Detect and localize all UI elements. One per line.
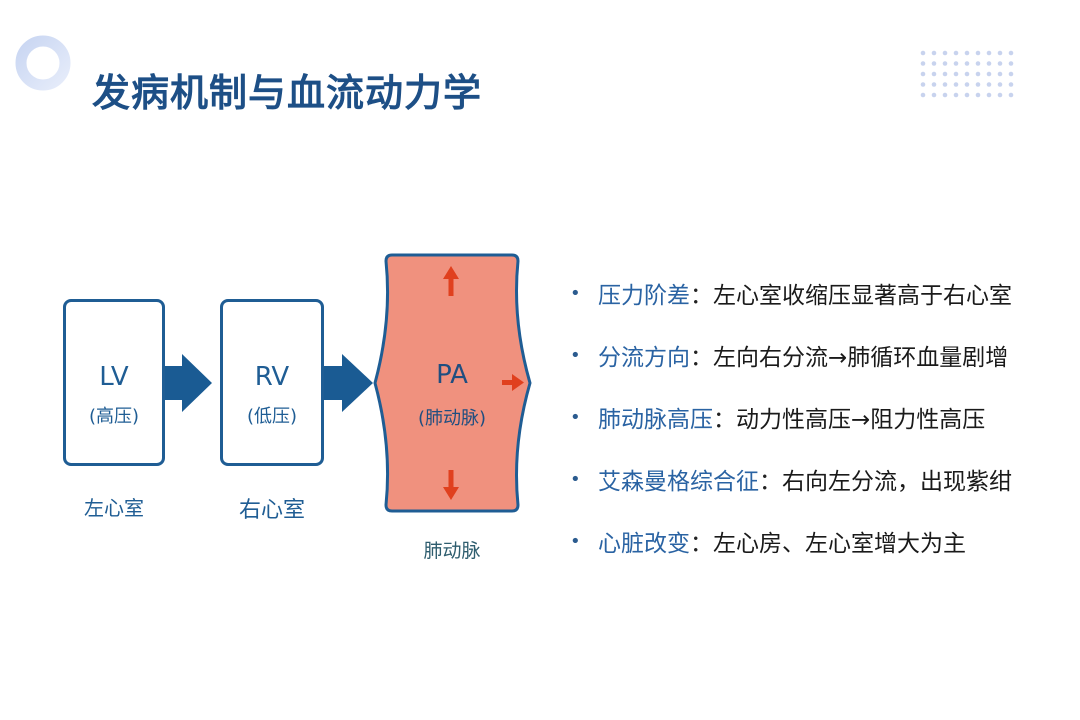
list-item: • 肺动脉高压：动力性高压→阻力性高压 bbox=[570, 386, 1070, 448]
decor-dot bbox=[975, 82, 981, 87]
decor-dot bbox=[975, 61, 981, 66]
lv-caption: 左心室 bbox=[84, 496, 144, 520]
decor-dot bbox=[997, 50, 1003, 56]
decor-dot bbox=[920, 92, 926, 98]
dot-grid-decoration bbox=[920, 50, 1014, 98]
arrow-lv-to-rv bbox=[153, 354, 212, 412]
decor-dot bbox=[986, 92, 992, 98]
bullet-label: 肺动脉高压 bbox=[598, 407, 713, 433]
bullet-separator: ： bbox=[759, 469, 782, 495]
decor-dot bbox=[986, 61, 992, 66]
decor-dot bbox=[953, 82, 959, 87]
bullet-separator: ： bbox=[690, 531, 713, 557]
decor-dot bbox=[986, 82, 992, 87]
key-points-list: • 压力阶差：左心室收缩压显著高于右心室 • 分流方向：左向右分流→肺循环血量剧… bbox=[570, 262, 1070, 572]
rv-box: RV (低压) bbox=[220, 299, 324, 466]
decor-dot bbox=[931, 92, 937, 98]
decor-dot bbox=[931, 82, 937, 87]
decor-dot bbox=[931, 71, 937, 77]
bullet-dot-icon: • bbox=[570, 406, 581, 428]
bullet-dot-icon: • bbox=[570, 530, 581, 552]
bullet-separator: ： bbox=[690, 345, 713, 371]
bullet-label: 分流方向 bbox=[598, 345, 690, 371]
bullet-dot-icon: • bbox=[570, 344, 581, 366]
list-item: • 艾森曼格综合征：右向左分流，出现紫绀 bbox=[570, 448, 1070, 510]
decor-dot bbox=[942, 92, 948, 98]
decor-dot bbox=[1008, 71, 1014, 77]
decor-dot bbox=[964, 71, 970, 77]
decor-dot bbox=[986, 50, 992, 56]
decor-dot bbox=[1008, 61, 1014, 66]
hemodynamics-diagram: LV (高压) 左心室 RV (低压) 右心室 PA (肺动脉) 肺动脉 bbox=[63, 253, 532, 562]
decor-dot bbox=[975, 50, 981, 56]
bullet-dot-icon: • bbox=[570, 282, 581, 304]
decor-dot bbox=[1008, 50, 1014, 56]
arrow-rv-to-pa bbox=[310, 354, 373, 412]
decor-dot bbox=[942, 71, 948, 77]
bullet-text: 左心室收缩压显著高于右心室 bbox=[713, 283, 1012, 309]
page-title: 发病机制与血流动力学 bbox=[92, 71, 483, 115]
decor-dot bbox=[953, 61, 959, 66]
decor-dot bbox=[997, 71, 1003, 77]
decor-dot bbox=[997, 92, 1003, 98]
decor-dot bbox=[986, 71, 992, 77]
lv-label: LV bbox=[99, 362, 129, 392]
bullet-label: 压力阶差 bbox=[598, 283, 690, 309]
rv-pressure-label: (低压) bbox=[246, 406, 298, 427]
lv-pressure-label: (高压) bbox=[88, 406, 140, 427]
bullet-text: 动力性高压→阻力性高压 bbox=[736, 407, 986, 433]
rv-caption: 右心室 bbox=[238, 498, 305, 523]
bullet-text: 左向右分流→肺循环血量剧增 bbox=[713, 345, 1009, 371]
list-item: • 分流方向：左向右分流→肺循环血量剧增 bbox=[570, 324, 1070, 386]
list-item: • 压力阶差：左心室收缩压显著高于右心室 bbox=[570, 262, 1070, 324]
rv-label: RV bbox=[254, 362, 290, 392]
bullet-label: 心脏改变 bbox=[598, 531, 690, 557]
decor-dot bbox=[931, 50, 937, 56]
decor-dot bbox=[975, 71, 981, 77]
pa-arrow-down bbox=[443, 470, 459, 500]
bullet-separator: ： bbox=[713, 407, 736, 433]
pa-caption: 肺动脉 bbox=[423, 540, 481, 562]
decor-dot bbox=[931, 61, 937, 66]
pa-vessel-shape bbox=[373, 253, 532, 513]
pa-arrow-up bbox=[443, 266, 459, 296]
decor-dot bbox=[942, 50, 948, 56]
lv-box: LV (高压) bbox=[63, 299, 165, 466]
ring-icon bbox=[15, 35, 71, 91]
decor-dot bbox=[964, 82, 970, 87]
list-item: • 心脏改变：左心房、左心室增大为主 bbox=[570, 510, 1070, 572]
pa-arrow-right bbox=[502, 374, 524, 391]
bullet-text: 右向左分流，出现紫绀 bbox=[782, 469, 1012, 495]
bullet-separator: ： bbox=[690, 283, 713, 309]
decor-dot bbox=[920, 71, 926, 77]
decor-dot bbox=[997, 82, 1003, 87]
decor-dot bbox=[953, 50, 959, 56]
pa-name-label: (肺动脉) bbox=[417, 408, 487, 429]
decor-dot bbox=[920, 61, 926, 66]
decor-dot bbox=[1008, 82, 1014, 87]
decor-dot bbox=[942, 82, 948, 87]
pa-label: PA bbox=[436, 360, 468, 390]
decor-dot bbox=[964, 92, 970, 98]
bullet-text: 左心房、左心室增大为主 bbox=[713, 531, 966, 557]
decor-dot bbox=[975, 92, 981, 98]
bullet-dot-icon: • bbox=[570, 468, 581, 490]
decor-dot bbox=[1008, 92, 1014, 98]
decor-dot bbox=[964, 61, 970, 66]
decor-dot bbox=[953, 71, 959, 77]
decor-dot bbox=[920, 50, 926, 56]
decor-dot bbox=[964, 50, 970, 56]
decor-dot bbox=[942, 61, 948, 66]
decor-dot bbox=[953, 92, 959, 98]
decor-dot bbox=[920, 82, 926, 87]
decor-dot bbox=[997, 61, 1003, 66]
diagram-shapes bbox=[153, 253, 532, 513]
bullet-label: 艾森曼格综合征 bbox=[598, 469, 759, 495]
